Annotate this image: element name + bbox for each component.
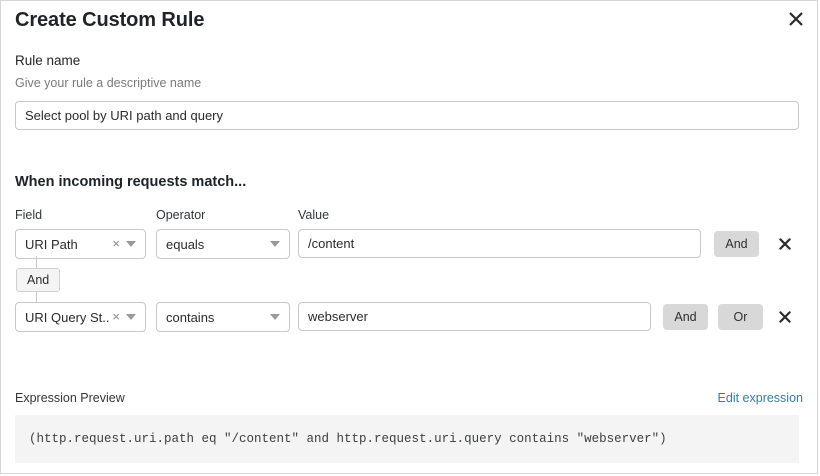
value-input-1[interactable] [298, 229, 701, 258]
row-2-or-button[interactable]: Or [718, 304, 763, 330]
clear-icon[interactable]: × [112, 309, 120, 324]
operator-select-2-label: contains [166, 309, 215, 325]
value-input-2[interactable] [298, 302, 651, 331]
operator-select-2[interactable]: contains [156, 302, 290, 332]
operator-select-1-label: equals [166, 236, 205, 252]
row-2-delete-icon[interactable] [774, 306, 796, 328]
rule-name-label: Rule name [15, 53, 81, 68]
row-connector: And [1, 256, 121, 306]
field-select-1[interactable]: URI Path × [15, 229, 146, 259]
field-select-1-label: URI Path [25, 236, 78, 252]
column-header-operator: Operator [156, 208, 206, 222]
chevron-down-icon[interactable] [125, 314, 145, 320]
rule-name-hint: Give your rule a descriptive name [15, 76, 202, 90]
condition-row: URI Query St... × contains And Or [1, 302, 817, 332]
chevron-down-icon[interactable] [125, 241, 145, 247]
match-section-heading: When incoming requests match... [15, 174, 247, 190]
row-1-and-button[interactable]: And [714, 231, 759, 257]
row-1-delete-icon[interactable] [774, 233, 796, 255]
column-header-field: Field [15, 208, 43, 222]
expression-preview-code: (http.request.uri.path eq "/content" and… [15, 415, 799, 463]
rule-name-input[interactable] [15, 101, 799, 130]
field-select-2-label: URI Query St... [25, 309, 111, 325]
condition-row: URI Path × equals And [1, 229, 817, 259]
connector-and-chip[interactable]: And [16, 268, 61, 292]
column-header-value: Value [298, 208, 330, 222]
chevron-down-icon[interactable] [269, 241, 289, 247]
dialog-title: Create Custom Rule [15, 9, 205, 31]
clear-icon[interactable]: × [112, 236, 120, 251]
close-icon[interactable] [784, 7, 808, 31]
edit-expression-link[interactable]: Edit expression [717, 391, 803, 405]
expression-preview-label: Expression Preview [15, 391, 125, 405]
connector-line-top [36, 256, 37, 268]
operator-select-1[interactable]: equals [156, 229, 290, 259]
row-2-and-button[interactable]: And [663, 304, 708, 330]
field-select-2[interactable]: URI Query St... × [15, 302, 146, 332]
chevron-down-icon[interactable] [269, 314, 289, 320]
connector-line-bottom [36, 292, 37, 303]
